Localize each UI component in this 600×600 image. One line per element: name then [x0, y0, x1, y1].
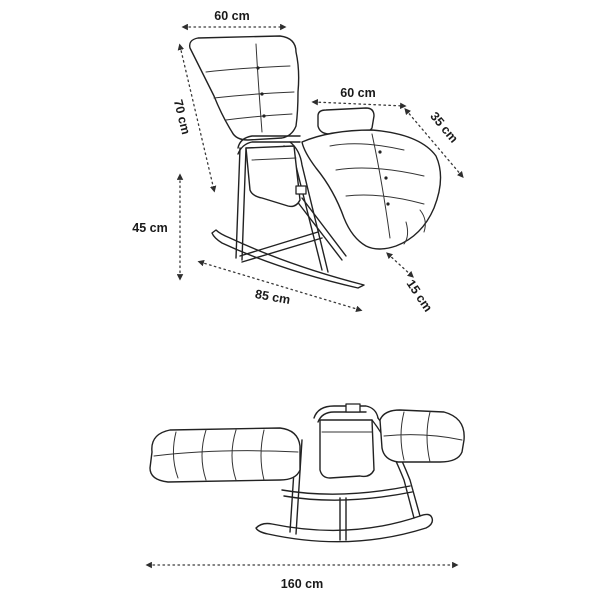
- back-height-label: 70 cm: [171, 98, 193, 136]
- seat-frame-bar: [237, 135, 301, 155]
- lower-stretcher: [239, 231, 323, 263]
- seat-width-dimension-line: [311, 98, 407, 110]
- seat-height-label: 45 cm: [132, 221, 167, 235]
- tuft-button: [378, 150, 382, 154]
- lounger-middle-leg: [339, 497, 347, 541]
- lounger-head-cushion: [149, 427, 301, 483]
- upright-chair-illustration: [188, 35, 442, 289]
- lounger-top-handle: [345, 403, 361, 413]
- rocker-runner: [211, 229, 365, 289]
- footrest-gap-dimension-line: [386, 252, 414, 278]
- flat-lounger-illustration: [149, 403, 465, 543]
- footrest-gap-label: 15 cm: [404, 277, 435, 314]
- tuft-button: [260, 92, 264, 96]
- lounger-foot-cushion: [379, 409, 465, 463]
- head-cushion-tufting: [153, 429, 299, 481]
- footrest-top-bolster: [317, 107, 375, 135]
- cushion-foot-end: [403, 209, 426, 245]
- tuft-button: [384, 176, 388, 180]
- tuft-button: [256, 66, 260, 70]
- top-width-label: 60 cm: [214, 9, 249, 23]
- footrest-length-dimension-line: [404, 108, 464, 178]
- backrest-tufting: [205, 43, 295, 133]
- rear-leg: [235, 147, 247, 261]
- lounger-stretcher: [281, 485, 413, 501]
- total-length-label: 160 cm: [281, 577, 323, 591]
- back-height-dimension-line: [177, 43, 217, 193]
- mid-stretcher: [295, 197, 347, 261]
- tuft-button: [262, 114, 266, 118]
- tuft-button: [386, 202, 390, 206]
- cushion-tufting: [329, 133, 425, 239]
- base-length-label: 85 cm: [254, 287, 291, 307]
- lounger-dimensions: 160 cm: [145, 561, 459, 591]
- side-pocket: [245, 145, 301, 208]
- foot-cushion-tufting: [383, 411, 463, 463]
- pocket-seam: [251, 157, 297, 161]
- seat-footrest-cushion: [301, 129, 442, 250]
- lounger-side-pocket: [319, 419, 375, 479]
- backrest-cushion: [188, 35, 300, 141]
- pocket-label: [295, 185, 307, 195]
- lounger-rocker-runner: [255, 513, 434, 543]
- seat-width-label: 60 cm: [340, 86, 375, 100]
